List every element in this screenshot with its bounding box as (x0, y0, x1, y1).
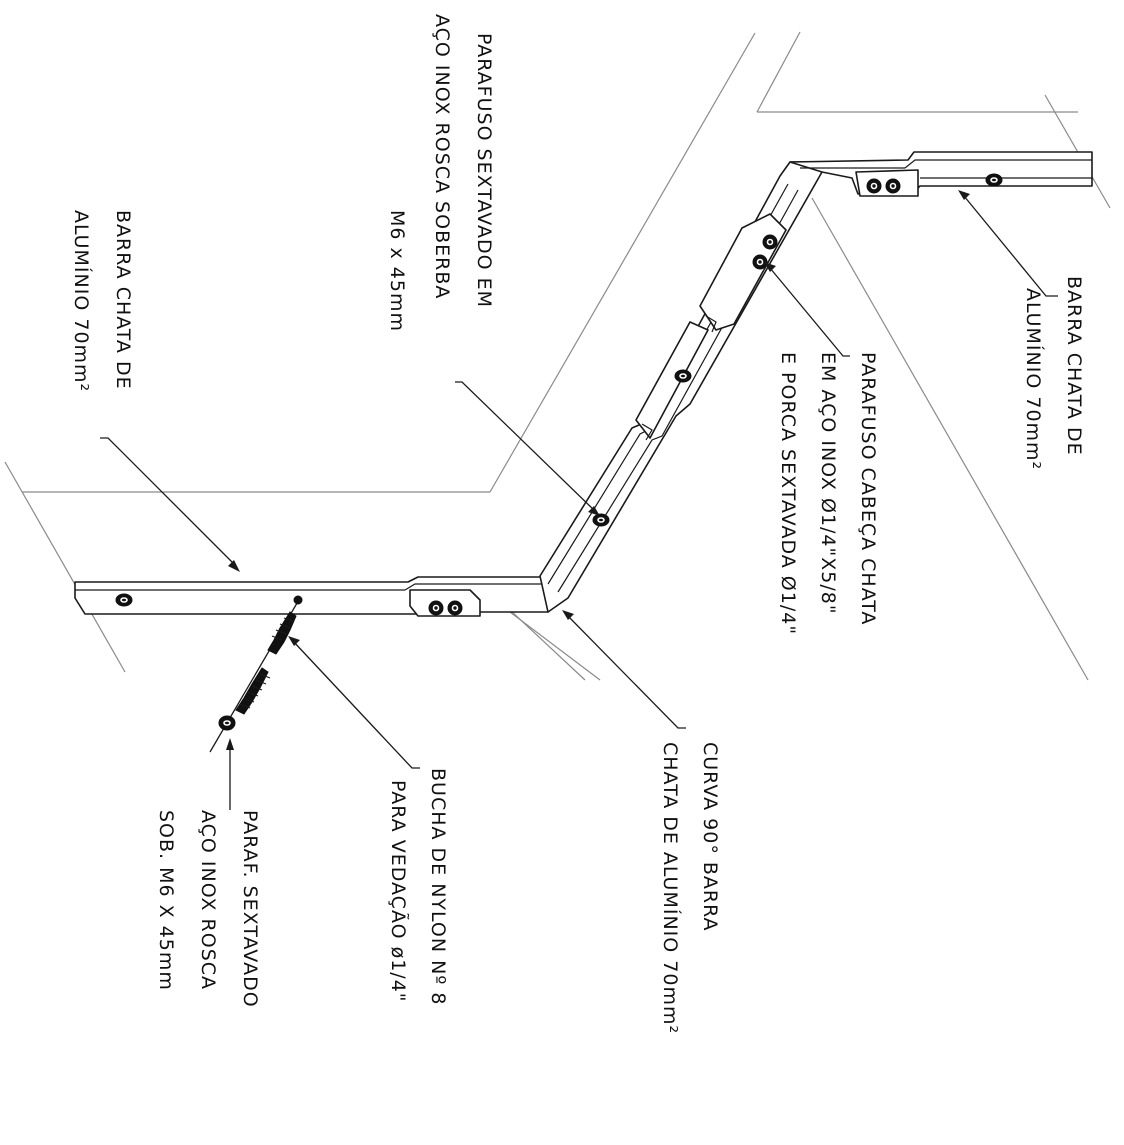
leaders (100, 190, 1058, 810)
label-paraf-sob-1: PARAF. SEXTAVADO (239, 810, 261, 1008)
label-bucha-1: BUCHA DE NYLON Nº 8 (427, 768, 449, 1005)
label-parafuso-cabeca-3: E PORCA SEXTAVADA Ø1/4" (777, 352, 799, 635)
bolt-icon (592, 513, 610, 527)
label-line: PARA VEDAÇÃO ø1/4" (387, 780, 410, 1003)
label-line: CURVA 90° BARRA (699, 742, 721, 932)
label-line: E PORCA SEXTAVADA Ø1/4" (777, 352, 799, 635)
label-line: CHATA DE ALUMÍNIO 70mm² (659, 742, 682, 1034)
bolt-icon (447, 600, 463, 616)
label-line: BUCHA DE NYLON Nº 8 (427, 768, 449, 1005)
label-line: AÇO INOX ROSCA SOBERBA (431, 14, 453, 299)
label-barra-right-1: BARRA CHATA DE (1063, 276, 1085, 456)
bolt-icon (752, 254, 768, 270)
bolt-icon (866, 178, 882, 194)
label-parafuso-cabeca-2: EM AÇO INOX Ø1/4"X5/8" (817, 352, 839, 615)
bolt-icon (115, 593, 133, 607)
label-line: ALUMÍNIO 70mm² (1022, 288, 1045, 470)
bolt-icon (885, 178, 901, 194)
label-parafuso-sextavado: PARAFUSO SEXTAVADO EM (473, 33, 495, 308)
label-parafuso-sextavado-3: M6 x 45mm (386, 210, 408, 332)
label-parafuso-sextavado-2: AÇO INOX ROSCA SOBERBA (431, 14, 453, 299)
label-line: PARAFUSO SEXTAVADO EM (473, 33, 495, 308)
label-paraf-sob-2: AÇO INOX ROSCA (197, 810, 219, 990)
flat-bar-left (74, 576, 549, 617)
label-paraf-sob-3: SOB. M6 X 45mm (155, 810, 177, 991)
bolt-icon (762, 234, 778, 250)
label-bucha-2: PARA VEDAÇÃO ø1/4" (387, 780, 410, 1003)
label-line: AÇO INOX ROSCA (197, 810, 219, 990)
label-line: BARRA CHATA DE (112, 210, 134, 390)
label-line: EM AÇO INOX Ø1/4"X5/8" (817, 352, 839, 615)
label-parafuso-cabeca-1: PARAFUSO CABEÇA CHATA (857, 352, 879, 625)
label-barra-left-1: BARRA CHATA DE (112, 210, 134, 390)
bolt-icon (985, 173, 1003, 187)
label-line: BARRA CHATA DE (1063, 276, 1085, 456)
label-line: PARAF. SEXTAVADO (239, 810, 261, 1008)
label-curva-2: CHATA DE ALUMÍNIO 70mm² (659, 742, 682, 1034)
label-line: SOB. M6 X 45mm (155, 810, 177, 991)
label-line: M6 x 45mm (386, 210, 408, 332)
bolt-icon (674, 369, 692, 383)
label-barra-left-2: ALUMÍNIO 70mm² (70, 210, 93, 392)
label-line: ALUMÍNIO 70mm² (70, 210, 93, 392)
flat-bar-right (789, 151, 1093, 197)
wall-outline (4, 31, 1111, 681)
bolt-icon (428, 600, 444, 616)
label-curva-1: CURVA 90° BARRA (699, 742, 721, 932)
label-line: PARAFUSO CABEÇA CHATA (857, 352, 879, 625)
bolts (115, 173, 1003, 616)
label-barra-right-2: ALUMÍNIO 70mm² (1022, 288, 1045, 470)
screw-and-anchor-exploded (209, 595, 303, 753)
